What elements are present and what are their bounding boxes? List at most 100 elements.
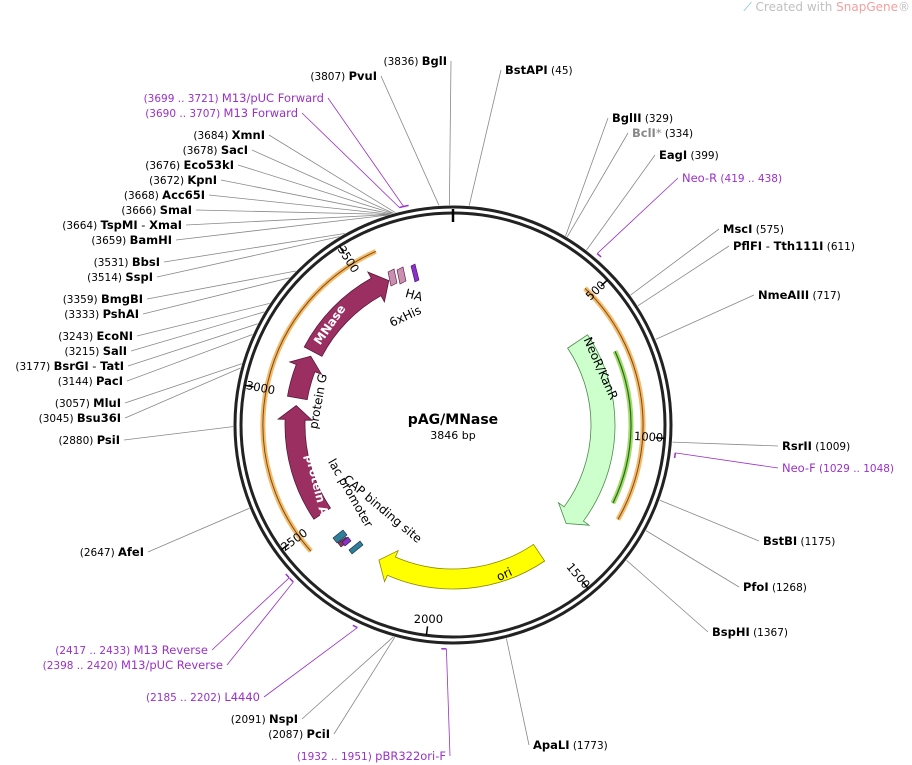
site-label[interactable]: (3359) BmgBI bbox=[63, 292, 143, 306]
site-label[interactable]: (2091) NspI bbox=[231, 712, 298, 726]
site-leader-line bbox=[142, 277, 290, 315]
site-label[interactable]: (3668) Acc65I bbox=[124, 188, 205, 202]
site-label[interactable]: (3659) BamHI bbox=[91, 233, 172, 247]
primer-leader-line bbox=[263, 627, 358, 698]
leader-lines bbox=[123, 60, 779, 746]
site-label[interactable]: BstAPI (45) bbox=[505, 63, 573, 77]
site-leader-line bbox=[637, 245, 730, 307]
site-labels: (3836) BglI (3807) PvuI BstAPI (45) BglII (… bbox=[15, 54, 894, 763]
primer-label[interactable]: Neo-R (419 .. 438) bbox=[682, 171, 782, 185]
site-label[interactable]: (3057) MluI bbox=[55, 396, 121, 410]
primer-label[interactable]: (3699 .. 3721) M13/pUC Forward bbox=[144, 91, 324, 105]
site-label[interactable]: (2087) PciI bbox=[268, 727, 330, 741]
site-label[interactable]: (3678) SacI bbox=[183, 143, 248, 157]
site-label[interactable]: (3177) BsrGI - TatI bbox=[15, 359, 124, 373]
site-leader-line bbox=[301, 636, 394, 720]
site-leader-line bbox=[146, 270, 296, 300]
site-label[interactable]: PflFI - Tth111I (611) bbox=[733, 239, 855, 253]
site-label[interactable]: RsrII (1009) bbox=[782, 439, 850, 453]
site-label[interactable]: (3514) SspI bbox=[87, 270, 153, 284]
site-label[interactable]: (2647) AfeI bbox=[80, 545, 144, 559]
site-label[interactable]: BclI* (334) bbox=[632, 126, 693, 140]
his-tag-feature[interactable] bbox=[396, 266, 407, 285]
backbone-outer bbox=[233, 205, 673, 645]
tick-mark bbox=[581, 580, 589, 589]
site-leader-line bbox=[130, 311, 265, 352]
site-leader-line bbox=[449, 60, 452, 206]
site-leader-line bbox=[586, 154, 656, 251]
site-leader-line bbox=[237, 164, 393, 214]
primer-label[interactable]: Neo-F (1029 .. 1048) bbox=[782, 461, 894, 475]
cap-site-feature[interactable] bbox=[348, 540, 364, 555]
cap-site-feature-2[interactable] bbox=[341, 536, 352, 547]
purple-tag-feature[interactable] bbox=[410, 263, 420, 283]
site-leader-line bbox=[566, 132, 629, 238]
site-leader-line bbox=[672, 441, 779, 447]
primer-label[interactable]: (1932 .. 1951) pBR322ori-F bbox=[297, 749, 446, 763]
site-leader-line bbox=[630, 228, 720, 296]
site-leader-line bbox=[123, 426, 234, 441]
site-leader-line bbox=[208, 194, 390, 215]
site-leader-line bbox=[126, 334, 253, 382]
site-label[interactable]: MscI (575) bbox=[723, 222, 784, 236]
site-leader-line bbox=[195, 209, 390, 215]
ha-tag-feature[interactable] bbox=[387, 268, 398, 287]
primer-label[interactable]: (2398 .. 2420) M13/pUC Reverse bbox=[43, 658, 223, 672]
site-leader-line bbox=[220, 179, 392, 215]
site-label[interactable]: (3807) PvuI bbox=[310, 69, 377, 83]
site-label[interactable]: BglII (329) bbox=[612, 111, 673, 125]
site-label[interactable]: PfoI (1268) bbox=[743, 580, 807, 594]
primer-mark bbox=[289, 577, 294, 583]
site-label[interactable]: (3531) BbsI bbox=[94, 255, 160, 269]
site-label[interactable]: (3333) PshAI bbox=[64, 307, 139, 321]
site-label[interactable]: (3215) SalI bbox=[64, 344, 127, 358]
green-primer-arc-core bbox=[612, 350, 632, 504]
site-label[interactable]: (3664) TspMI - XmaI bbox=[62, 218, 182, 232]
tick-mark bbox=[281, 543, 290, 551]
feature-arcs bbox=[260, 249, 646, 553]
site-leader-line bbox=[124, 363, 242, 404]
tick-mark bbox=[338, 245, 345, 254]
primer-label[interactable]: (2417 .. 2433) M13 Reverse bbox=[55, 643, 208, 657]
primer-leader-line bbox=[301, 112, 400, 208]
site-label[interactable]: BspHI (1367) bbox=[712, 625, 788, 639]
ori-feature[interactable] bbox=[378, 543, 546, 590]
primer-mark bbox=[399, 205, 405, 209]
site-leader-line bbox=[565, 117, 609, 237]
orange-feature-arc-left-core bbox=[262, 250, 377, 552]
plasmid-size: 3846 bp bbox=[430, 429, 475, 442]
tick-mark bbox=[655, 437, 665, 440]
protein-g-feature[interactable] bbox=[287, 355, 323, 401]
features bbox=[276, 263, 616, 590]
site-label[interactable]: ApaLI (1773) bbox=[533, 738, 608, 752]
site-leader-line bbox=[185, 214, 389, 226]
site-label[interactable]: BstBI (1175) bbox=[763, 534, 835, 548]
protein-a-feature[interactable] bbox=[276, 405, 332, 520]
neo-kan-feature[interactable] bbox=[557, 334, 616, 526]
site-label[interactable]: (3243) EcoNI bbox=[58, 329, 133, 343]
primer-leader-line bbox=[211, 577, 290, 651]
tick-label: 1000 bbox=[634, 429, 664, 445]
primer-mark bbox=[285, 573, 290, 579]
site-label[interactable]: EagI (399) bbox=[659, 148, 719, 162]
site-label[interactable]: (3144) PacI bbox=[58, 374, 123, 388]
site-leader-line bbox=[163, 233, 345, 263]
primer-label[interactable]: (2185 .. 2202) L4440 bbox=[146, 690, 260, 704]
site-leader-line bbox=[124, 367, 241, 419]
his-label: 6xHis bbox=[387, 303, 423, 330]
site-label[interactable]: (3676) Eco53kI bbox=[145, 158, 234, 172]
site-label[interactable]: NmeAIII (717) bbox=[758, 288, 841, 302]
site-label[interactable]: (3836) BglI bbox=[384, 54, 447, 68]
site-label[interactable]: (3666) SmaI bbox=[121, 203, 192, 217]
site-label[interactable]: (3684) XmnI bbox=[193, 128, 265, 142]
plasmid-name: pAG/MNase bbox=[408, 412, 498, 428]
site-label[interactable]: (3045) Bsu36I bbox=[39, 411, 121, 425]
site-label[interactable]: (2880) PsiI bbox=[58, 433, 120, 447]
lac-promoter-feature[interactable] bbox=[332, 529, 348, 544]
mnase-feature[interactable] bbox=[303, 271, 390, 357]
primer-label[interactable]: (3690 .. 3707) M13 Forward bbox=[145, 106, 298, 120]
site-label[interactable]: (3672) KpnI bbox=[149, 173, 217, 187]
primer-leader-line bbox=[446, 648, 451, 757]
ori-label: ori bbox=[494, 565, 514, 584]
